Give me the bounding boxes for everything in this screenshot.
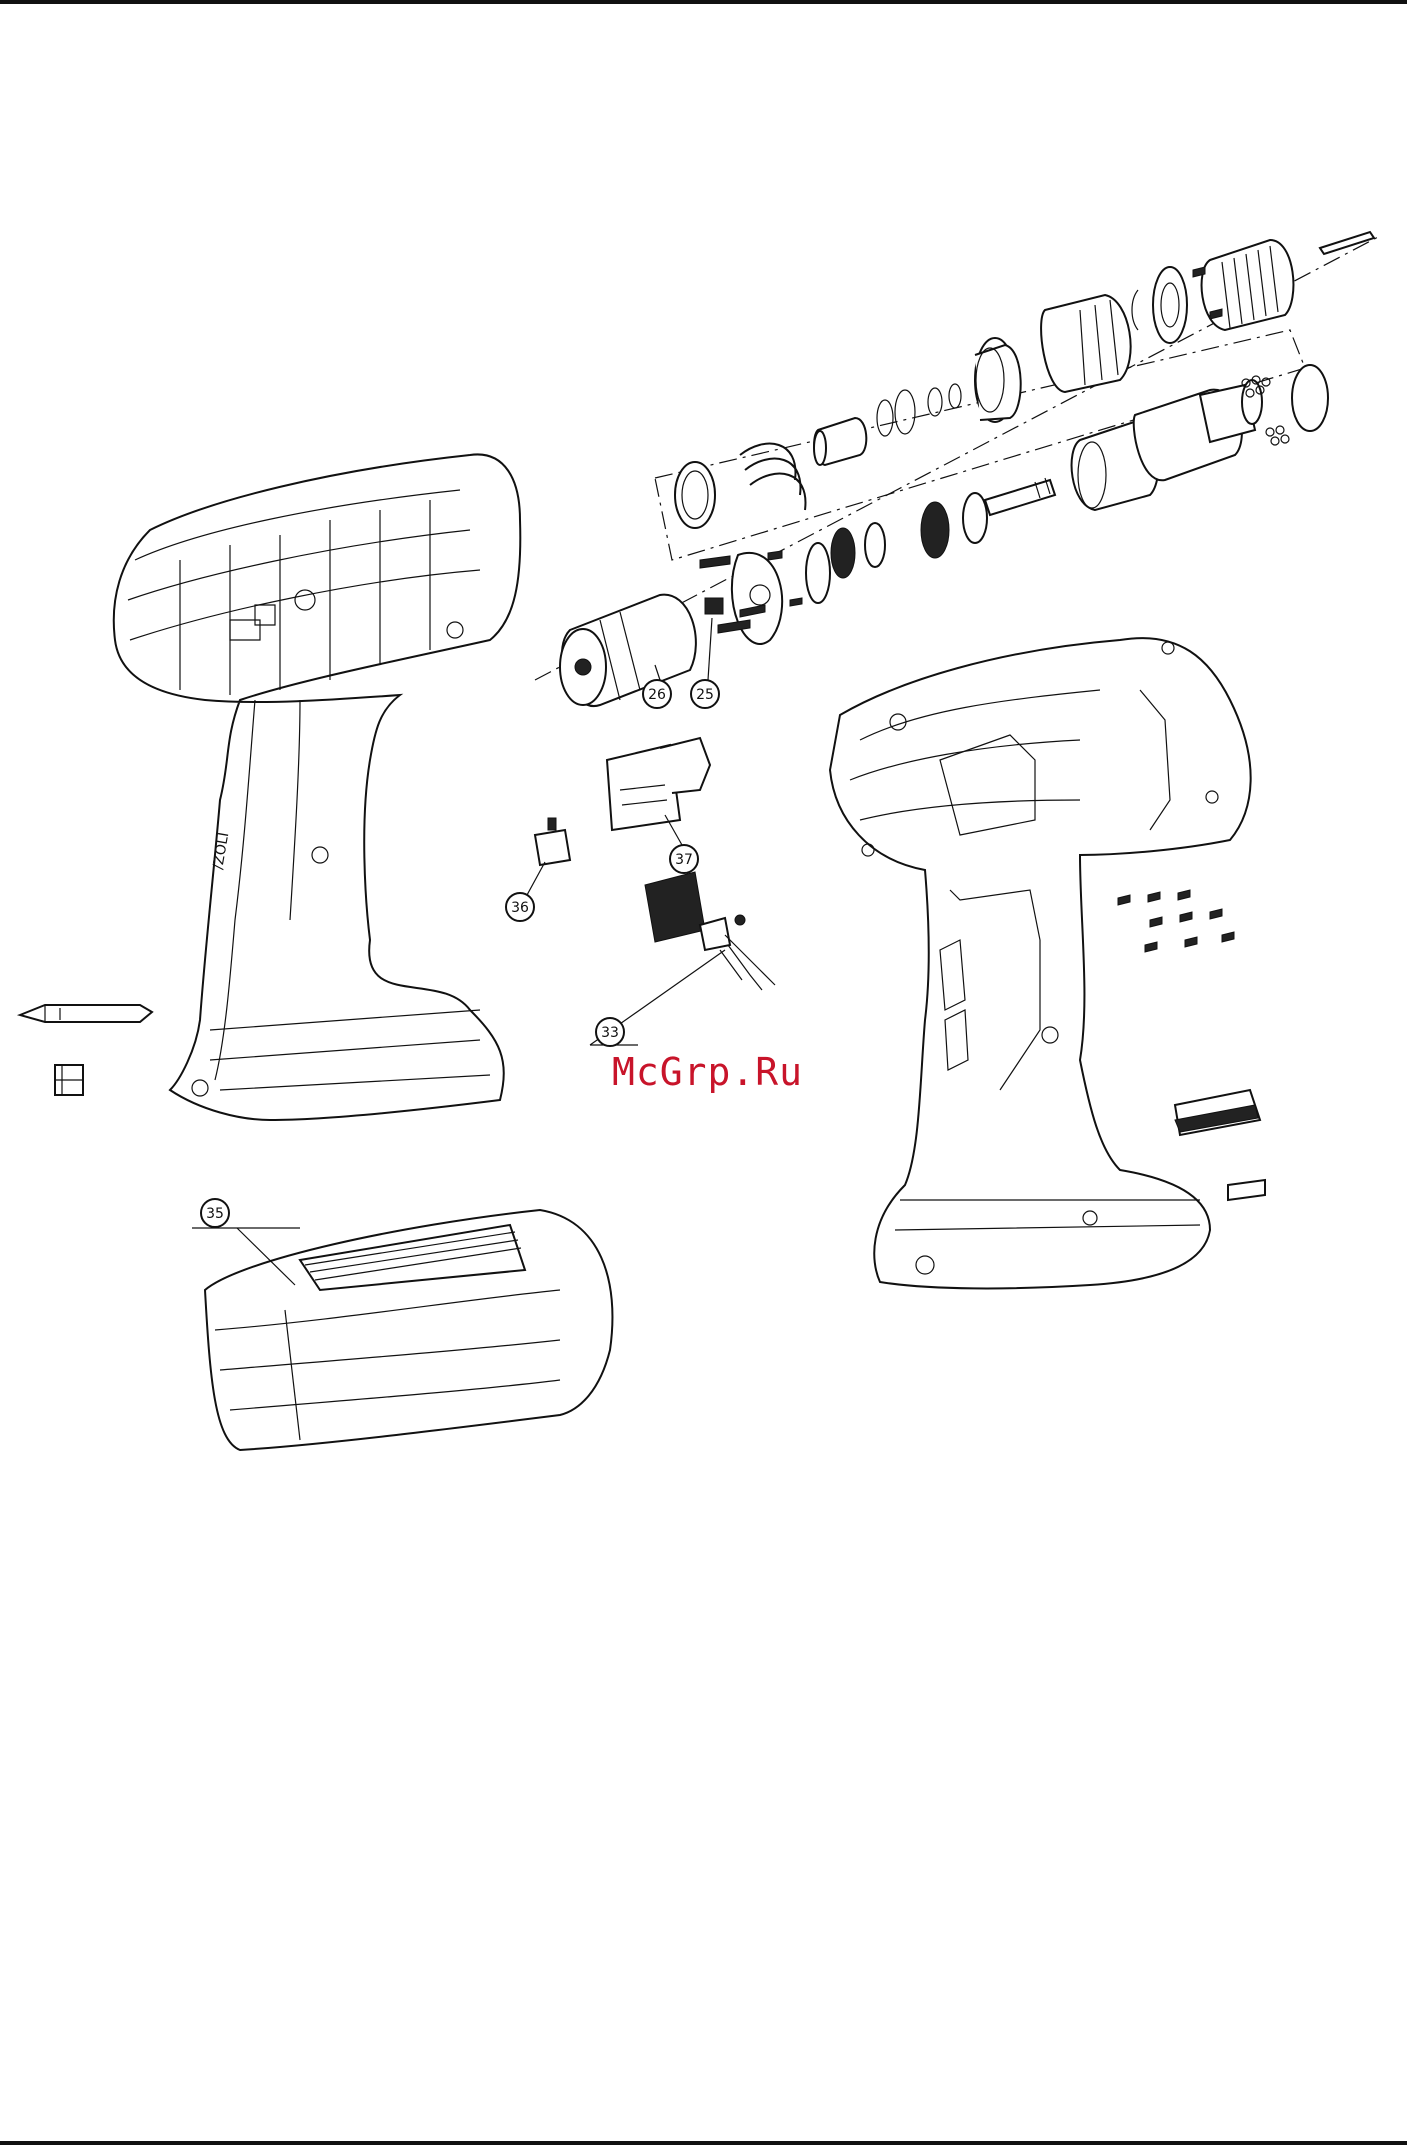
planetary-gear-stage xyxy=(806,493,987,603)
battery-terminal xyxy=(645,872,775,990)
belt-clip-part xyxy=(55,1065,83,1095)
adjustment-ring xyxy=(975,338,1021,422)
spare-bit xyxy=(1228,1180,1265,1200)
leader-25 xyxy=(708,618,712,680)
clutch-spring xyxy=(675,444,805,528)
callout-33: 33 xyxy=(596,1018,624,1046)
callout-33-text: 33 xyxy=(601,1025,619,1041)
callout-35: 35 xyxy=(201,1199,229,1227)
left-housing-half: /ZOLI xyxy=(114,454,521,1120)
pinion-gear xyxy=(705,598,723,614)
gearbox-housing xyxy=(1134,380,1262,480)
callout-26-text: 26 xyxy=(648,687,666,703)
leader-36 xyxy=(527,862,545,895)
screwdriver-bit xyxy=(20,1005,152,1022)
callout-25-text: 25 xyxy=(696,687,714,703)
callout-37-text: 37 xyxy=(675,852,693,868)
callout-37: 37 xyxy=(670,845,698,873)
battery-pack xyxy=(205,1210,612,1450)
callout-35-text: 35 xyxy=(206,1206,224,1222)
spindle-lock xyxy=(1132,267,1187,343)
watermark-text: McGrp.Ru xyxy=(612,1050,803,1094)
housing-screws xyxy=(1118,890,1234,952)
trigger-switch xyxy=(607,738,710,830)
callout-36: 36 xyxy=(506,893,534,921)
clutch-sleeve xyxy=(814,418,866,465)
output-shaft xyxy=(985,478,1055,515)
callout-36-text: 36 xyxy=(511,900,529,916)
torque-collar xyxy=(1041,295,1131,392)
washer-right xyxy=(1292,365,1328,431)
motor xyxy=(560,595,696,706)
direction-switch xyxy=(535,818,570,865)
right-housing-half xyxy=(830,638,1251,1288)
keyless-chuck xyxy=(1193,240,1293,330)
motor-mount-plate xyxy=(700,551,802,644)
bit-holder xyxy=(1175,1090,1260,1135)
callout-26: 26 xyxy=(643,680,671,708)
callout-25: 25 xyxy=(691,680,719,708)
housing-embossed-mark: /ZOLI xyxy=(210,831,232,870)
